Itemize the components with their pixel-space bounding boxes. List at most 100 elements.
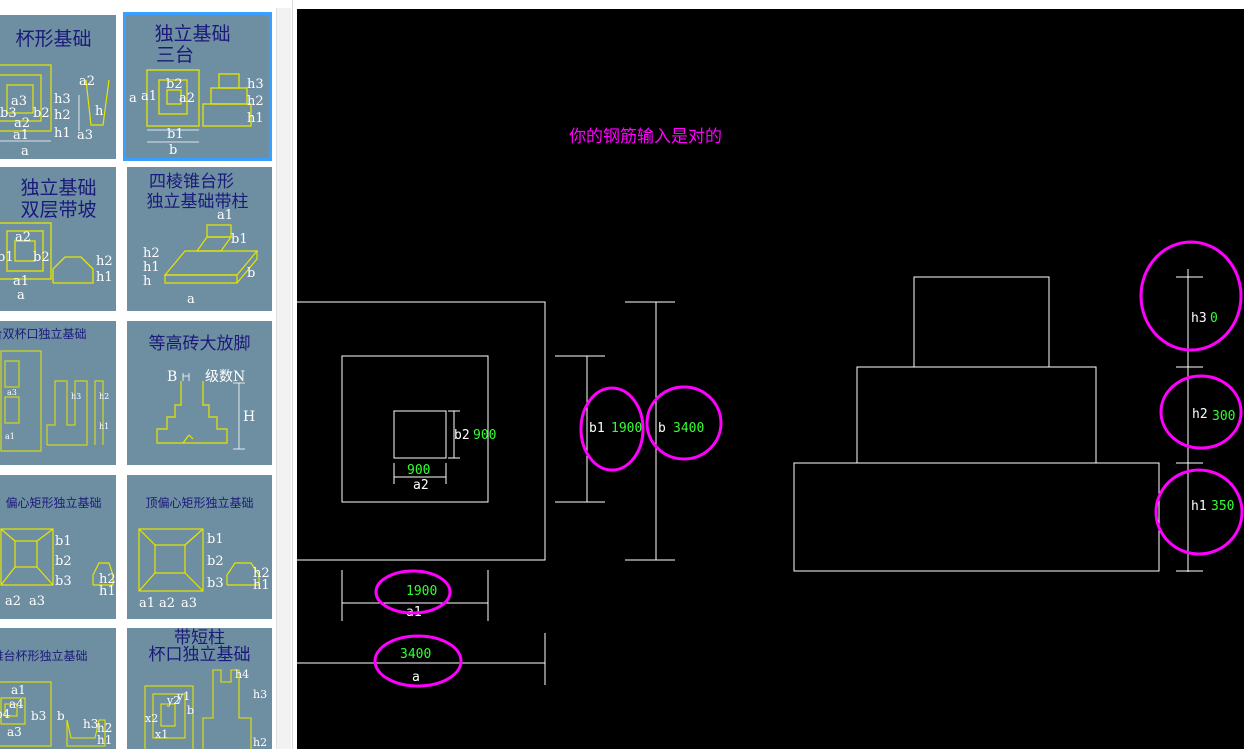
double-cup-diagram: h3 h2 h1 a1 a3 [0,350,109,452]
section-view [793,269,1203,572]
label-a2: a2 [413,478,429,493]
dim-b1: b1 [167,127,184,142]
dim-h1: h1 [99,422,109,431]
dim-h2: h2 [143,246,160,261]
eccentric-rect-diagram: b1 b2 b3 a2 a3 h2 h1 [0,528,116,609]
dim-h2: h2 [253,566,270,581]
status-message: 你的钢筋输入是对的 [569,127,722,147]
dim-b2: b2 [33,106,50,121]
value-b1: 1900 [611,421,642,436]
dim-a3: a3 [7,388,17,397]
value-a1: 1900 [406,584,437,599]
outer-footprint [297,301,546,561]
tile-title-line2: 杯口独立基础 [148,645,251,665]
dim-b1: b1 [0,250,14,265]
value-h3: 0 [1210,311,1218,326]
dim-a1: a1 [13,274,29,289]
tile-pyramid-with-column[interactable]: 四棱锥台形 独立基础带柱 a1 b1 h2 h1 h b a [127,167,272,311]
dim-b4: b4 [0,707,11,721]
tile-title: 杯形基础 [15,28,92,50]
dim-b3: b3 [0,106,17,121]
brick-footing-diagram: B 级数N H [156,369,255,450]
highlight-circle-h2 [1159,374,1243,450]
dim-h3: h3 [253,688,267,701]
tile-title-line1: 独立基础 [154,23,231,45]
dim-a1: a1 [11,683,26,697]
tile-title: 台双杯口独立基础 [0,327,87,341]
highlight-circle-b [645,385,723,461]
dim-b: b [169,143,177,158]
tile-eccentric-rect[interactable]: 偏心矩形独立基础 b1 b2 b3 a2 a3 h2 h1 [0,475,116,619]
tile-title-line1: 带短柱 [174,628,225,648]
truncated-cup-diagram: a1 a4 b4 b3 a3 b h3 h2 h1 [0,681,112,747]
label-h3: h3 [1191,311,1207,326]
dim-a3: a3 [11,94,27,109]
dim-a1: a1 [13,128,29,143]
dim-b2: b2 [166,77,183,92]
tile-independent-two-layer-slope[interactable]: 独立基础 双层带坡 a a1 a2 b1 b2 h2 h1 [0,167,116,311]
label-b: b [658,421,666,436]
dim-b2: b2 [207,554,224,569]
dim-a4: a4 [9,697,24,711]
dim-a3: a3 [29,594,45,609]
dim-a3: a3 [7,725,22,739]
highlight-circle-h1 [1154,468,1244,556]
dim-h3: h3 [54,92,71,107]
dim-y1: y1 [176,690,190,703]
dim-b: b [57,709,65,723]
dim-a1: a1 [141,89,157,104]
tile-independent-three-tier[interactable]: 独立基础 三台 b b1 b2 a a1 a2 h3 h2 h1 [123,12,272,161]
value-b: 3400 [673,421,704,436]
dim-h2: h2 [54,108,71,123]
plan-view [297,301,675,685]
section-tier-1 [793,462,1160,572]
tile-title-line2: 三台 [155,44,194,66]
dim-h3: h3 [71,392,81,401]
tile-top-eccentric-rect[interactable]: 顶偏心矩形独立基础 b1 b2 b3 a1 a2 a3 h2 h1 [127,475,272,619]
tile-truncated-cup[interactable]: 锥台杯形独立基础 a1 a4 b4 b3 a3 b h3 h2 h1 [0,628,116,749]
dim-b1: b1 [55,534,72,549]
top-tier [393,410,447,459]
dim-h1: h1 [99,584,116,599]
dim-h1: h1 [143,260,160,275]
label-b1: b1 [589,421,605,436]
tile-title: 锥台杯形独立基础 [0,649,88,663]
two-layer-slope-diagram: a a1 a2 b1 b2 h2 h1 [0,222,113,303]
tile-short-column-cup[interactable]: 带短柱 杯口独立基础 y2 y1 x2 x1 b h3 h2 h4 [127,628,272,749]
section-tier-2 [856,366,1097,464]
value-b2: 900 [473,428,496,443]
dim-a: a [187,292,195,307]
dim-h1: h1 [97,733,112,747]
dim-a2: a2 [14,116,30,131]
tile-title-line2: 双层带坡 [20,199,97,221]
drawing-canvas[interactable]: 你的钢筋输入是对的 b2 900 900 a2 b1 1900 [297,9,1244,749]
label-h1: h1 [1191,499,1207,514]
tile-double-cup-foundation[interactable]: 台双杯口独立基础 h3 h2 h1 a1 a3 [0,321,116,465]
dim-a2: a2 [15,230,31,245]
tile-brick-footing[interactable]: 等高砖大放脚 B 级数N H [127,321,272,465]
gallery-scrollbar[interactable] [276,8,291,749]
dim-a: a [21,144,29,159]
dim-h2: h2 [99,392,109,401]
pyramid-column-diagram: a1 b1 h2 h1 h b a [143,208,259,307]
tile-title: 顶偏心矩形独立基础 [145,496,254,510]
dim-h: h [95,104,104,119]
dim-a1: a1 [5,432,15,441]
tile-title: 偏心矩形独立基础 [5,496,102,510]
cup-foundation-diagram: a a1 a2 a3 b3 b2 h3 h2 h1 a2 h a3 [0,64,110,159]
label-h: H [243,409,255,425]
value-a2: 900 [407,463,430,478]
dim-a2-side: a2 [79,74,95,89]
dim-b3: b3 [31,709,46,723]
tile-cup-foundation[interactable]: 杯形基础 a a1 a2 a3 b3 b2 h3 h2 h1 a2 h a3 [0,15,116,159]
short-column-cup-diagram: y2 y1 x2 x1 b h3 h2 h4 [144,668,267,749]
dim-h: h [143,274,152,289]
highlight-circle-a [373,634,463,688]
highlight-circle-a1 [374,569,452,615]
dim-a2: a2 [159,596,175,611]
dim-y2: y2 [166,694,180,707]
label-a: a [412,670,420,685]
dim-h1: h1 [96,270,113,285]
dim-h2: h2 [99,572,116,587]
dim-h1: h1 [253,578,270,593]
